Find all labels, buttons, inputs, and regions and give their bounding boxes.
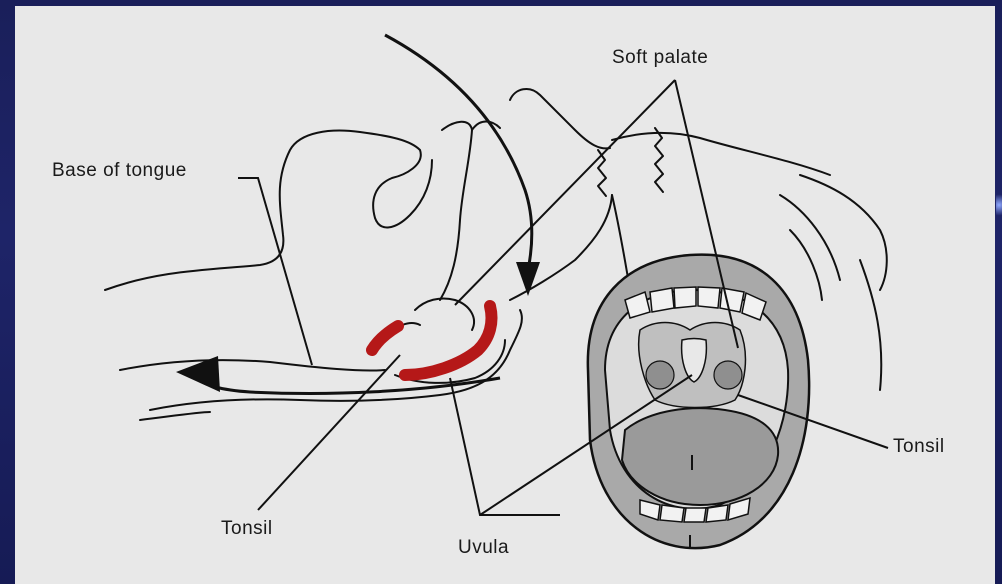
soft-palate-outline <box>440 122 472 300</box>
arrowhead-down-icon <box>516 262 540 296</box>
leader-uvula-left <box>450 378 560 515</box>
label-soft-palate: Soft palate <box>612 47 708 69</box>
tongue-contour <box>105 131 432 290</box>
leader-tonsil-left <box>258 355 400 510</box>
hair-line <box>800 175 887 290</box>
leader-base-of-tongue <box>238 178 312 365</box>
label-base-of-tongue: Base of tongue <box>52 160 187 182</box>
airflow-left-arrow <box>195 378 500 393</box>
label-tonsil-left: Tonsil <box>221 518 273 540</box>
open-mouth <box>588 255 809 549</box>
trachea-upper <box>120 360 385 370</box>
label-tonsil-right: Tonsil <box>893 436 945 458</box>
tonsil-left-shape <box>646 361 674 389</box>
label-uvula: Uvula <box>458 537 509 559</box>
tonsil-right-shape <box>714 361 742 389</box>
spine-outline <box>510 89 610 148</box>
tongue <box>622 408 778 505</box>
epiglottis-outline <box>415 298 474 330</box>
